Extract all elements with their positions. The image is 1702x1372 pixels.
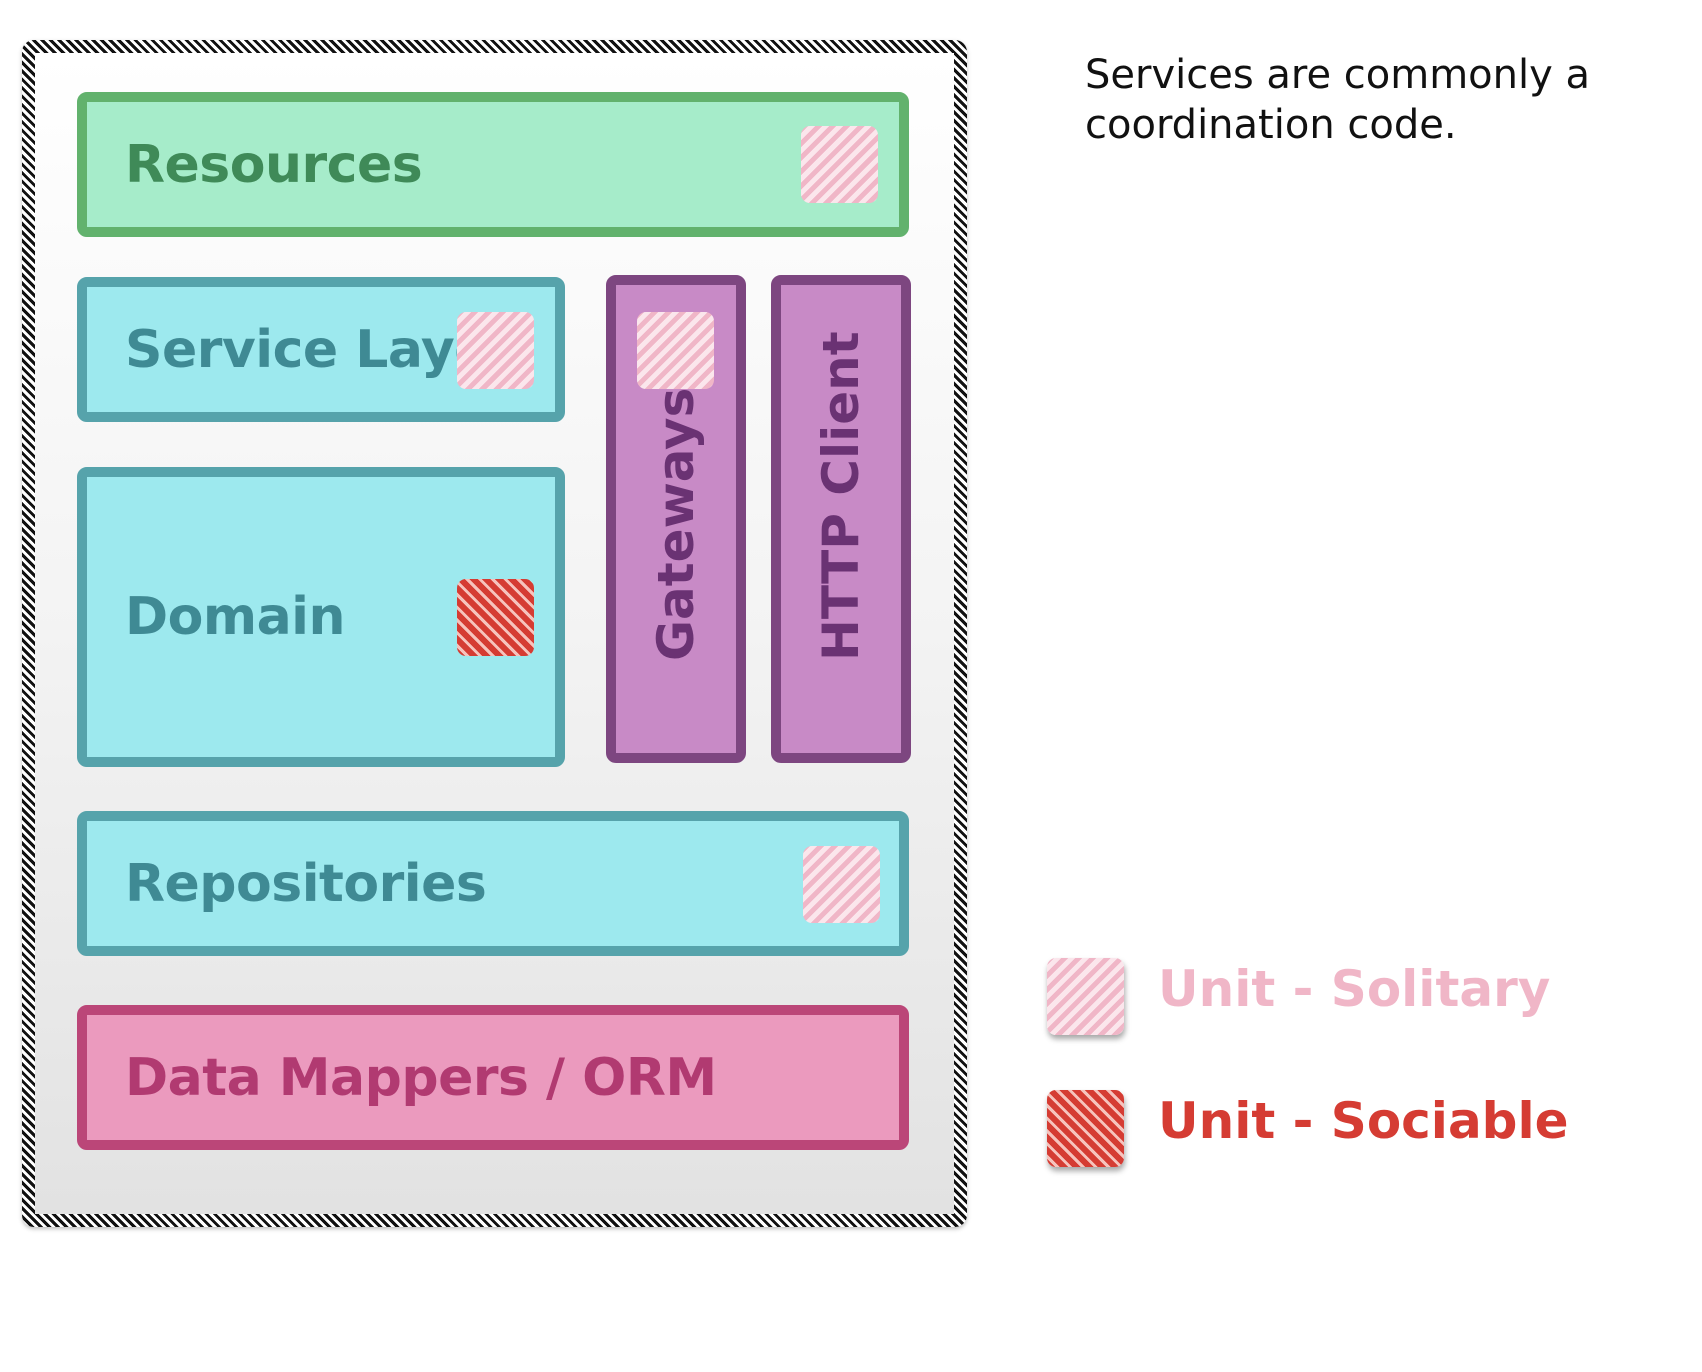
- domain-layer: Domain: [77, 467, 565, 767]
- caption-text: Services are commonly a coordination cod…: [1085, 50, 1702, 150]
- repositories-label: Repositories: [125, 853, 487, 914]
- legend-solitary-swatch: [1047, 958, 1124, 1035]
- service-layer-solitary-swatch: [457, 312, 534, 389]
- legend-sociable-swatch: [1047, 1090, 1124, 1167]
- gateways-label: Gateways: [647, 387, 705, 661]
- repositories-solitary-swatch: [803, 846, 880, 923]
- legend-sociable-label: Unit - Sociable: [1158, 1092, 1569, 1150]
- http-client-layer: HTTP Client: [771, 275, 911, 763]
- data-mappers-label: Data Mappers / ORM: [125, 1047, 717, 1108]
- gateways-solitary-swatch: [637, 312, 714, 389]
- resources-layer: Resources: [77, 92, 909, 237]
- legend-solitary-label: Unit - Solitary: [1158, 960, 1551, 1018]
- data-mappers-layer: Data Mappers / ORM: [77, 1005, 909, 1150]
- caption-line-2: coordination code.: [1085, 102, 1457, 148]
- repositories-layer: Repositories: [77, 811, 909, 956]
- service-boundary-inner: Resources Service Layer Domain Gateways …: [35, 53, 954, 1214]
- gateways-layer: Gateways: [606, 275, 746, 763]
- service-layer: Service Layer: [77, 277, 565, 422]
- domain-label: Domain: [125, 587, 346, 647]
- caption-line-1: Services are commonly a: [1085, 52, 1591, 98]
- domain-sociable-swatch: [457, 579, 534, 656]
- http-client-label: HTTP Client: [812, 331, 870, 661]
- service-layer-label: Service Layer: [125, 319, 515, 380]
- resources-label: Resources: [125, 134, 423, 195]
- resources-solitary-swatch: [801, 126, 878, 203]
- service-boundary: Resources Service Layer Domain Gateways …: [22, 40, 967, 1227]
